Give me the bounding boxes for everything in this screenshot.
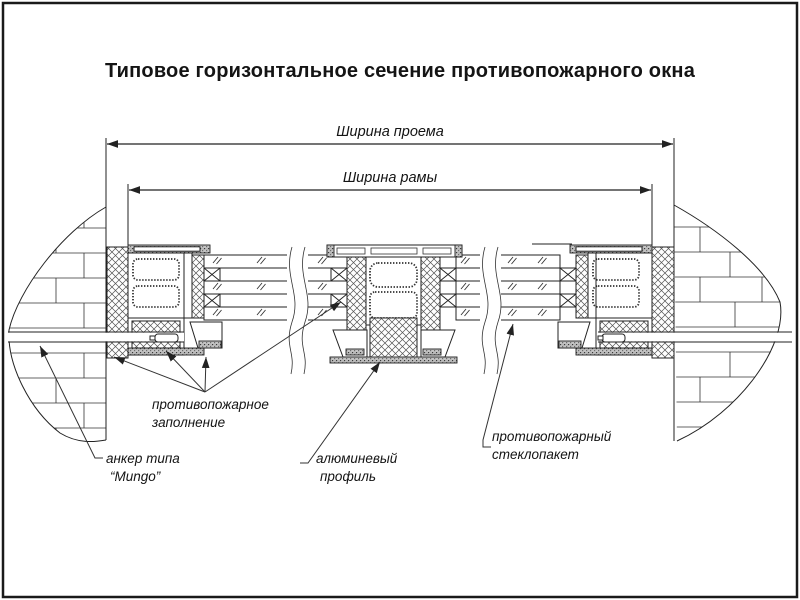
left-glazing [203,246,348,375]
dimension-opening-width: Ширина проема [107,124,673,245]
glass-pane [203,254,348,269]
mullion-sill-right-gasket [422,348,442,356]
right-frame-chamber-1 [592,258,640,281]
dimension-frame-width: Ширина рамы [129,170,651,194]
anchor-right-plate-lines [598,331,792,343]
left-frame-chamber-1 [132,258,180,281]
center-mullion-profile [326,244,463,364]
fire-glazing-label-line1: противопожарный [492,429,612,444]
mullion-chamber-2 [369,291,418,319]
anchor-left-plate-fill [8,332,184,342]
glass-pane [455,306,561,321]
leader-line [113,356,206,393]
left-wall-break-curve [8,206,107,443]
glazing-break-right [480,246,502,375]
anchor-label-line1: анкер типа [106,451,180,466]
leader-line [204,301,342,393]
right-glazing-bead-gasket [558,340,582,349]
mullion-cap-end [454,244,463,258]
right-wall-insulation-hatch [651,246,675,359]
mullion-bottom-plate [329,356,458,364]
glass-pane [203,280,348,295]
frame-width-extension-lines [127,184,653,245]
glazing-break-left [287,246,309,375]
anchor-left-bolt [154,333,179,343]
glass-spacer [559,293,577,308]
fire-filling-label-line2: заполнение [151,415,225,430]
left-wall-insulation-hatch [106,246,129,359]
left-frame-top-cap-inner [133,246,201,252]
right-frame-bottom-band [575,347,653,356]
mullion-cap-slot [336,247,366,255]
glass-spacer [439,293,457,308]
anchor-left [8,331,184,343]
callout-anchor: анкер типа “Mungo” [39,345,180,484]
anchor-right-bolt-tip [597,335,604,341]
aluminum-profile-label-line1: алюминевый [316,451,398,466]
mullion-fire-filling-hatch-left [346,256,367,331]
right-wall-break-curve [673,204,782,442]
callout-fire-glazing: противопожарный стеклопакет [482,323,612,462]
anchor-right [597,331,792,343]
left-frame-chamber-2 [132,285,180,308]
mullion-cap-slot [422,247,452,255]
glass-pane [455,280,561,295]
leader-line [39,345,103,459]
callout-aluminum-profile: алюминевый профиль [300,361,398,484]
glass-pane [455,254,561,269]
mullion-fire-filling-hatch-right [420,256,441,331]
glass-spacer [439,267,457,282]
fire-glazing-label-line2: стеклопакет [492,447,579,462]
mullion-cap-slot [370,247,418,255]
left-frame-fire-filling-hatch [191,254,205,319]
drawing-title: Типовое горизонтальное сечение противопо… [105,60,696,82]
frame-width-label: Ширина рамы [343,170,438,186]
leader-line [201,356,210,393]
mullion-top-cap [326,244,463,258]
callout-fire-filling: противопожарное заполнение [113,301,342,430]
left-glazing-bead-gasket [198,340,222,349]
glass-pane [203,306,348,321]
anchor-label-line2: “Mungo” [110,469,161,484]
fire-filling-label-line1: противопожарное [152,397,269,412]
mullion-chamber-1 [369,262,418,288]
anchor-left-plate-lines [8,331,184,343]
glass-spacer [203,267,221,282]
anchor-right-plate-fill [598,332,792,342]
leader-line [165,350,206,393]
mullion-cap-end [326,244,335,258]
right-glazing [439,246,577,375]
glass-spacer [330,267,348,282]
glass-spacer [559,267,577,282]
right-frame-top-cap-inner [575,246,643,252]
glass-spacer [203,293,221,308]
anchor-right-bolt [601,333,626,343]
left-frame-profile [106,244,223,359]
glass-spacer [330,293,348,308]
aluminum-profile-label-line2: профиль [320,469,376,484]
opening-width-label: Ширина проема [336,124,444,140]
leader-line [300,361,381,464]
right-frame-fire-filling-hatch [575,254,589,319]
leader-line [482,323,514,448]
mullion-sill-left-gasket [345,348,365,356]
mullion-bottom-fire-hatch [369,317,418,361]
right-frame-chamber-2 [592,285,640,308]
anchor-left-bolt-tip [149,335,156,341]
